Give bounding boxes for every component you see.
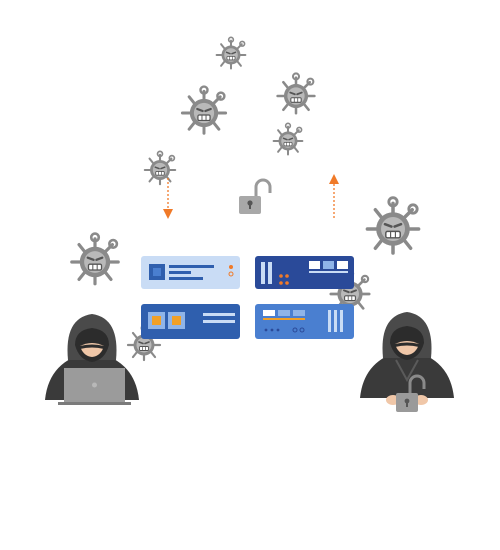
server-light — [141, 256, 240, 289]
server-dark-bottom — [141, 304, 240, 339]
unlocked-padlock-icon — [396, 374, 426, 412]
server-dark-top — [255, 256, 354, 289]
virus-icon — [143, 150, 177, 186]
unlocked-padlock-icon — [239, 178, 272, 214]
virus-icon — [70, 231, 120, 286]
virus-icon — [365, 195, 421, 255]
virus-icon — [215, 36, 247, 70]
arrow-up-icon — [329, 174, 339, 218]
server-blue — [255, 304, 354, 339]
virus-icon — [180, 85, 228, 135]
laptop-icon — [58, 368, 131, 405]
hacker-icon — [360, 312, 454, 405]
arrow-down-icon — [163, 178, 173, 219]
virus-icon — [272, 122, 304, 156]
virus-icon — [276, 72, 316, 115]
